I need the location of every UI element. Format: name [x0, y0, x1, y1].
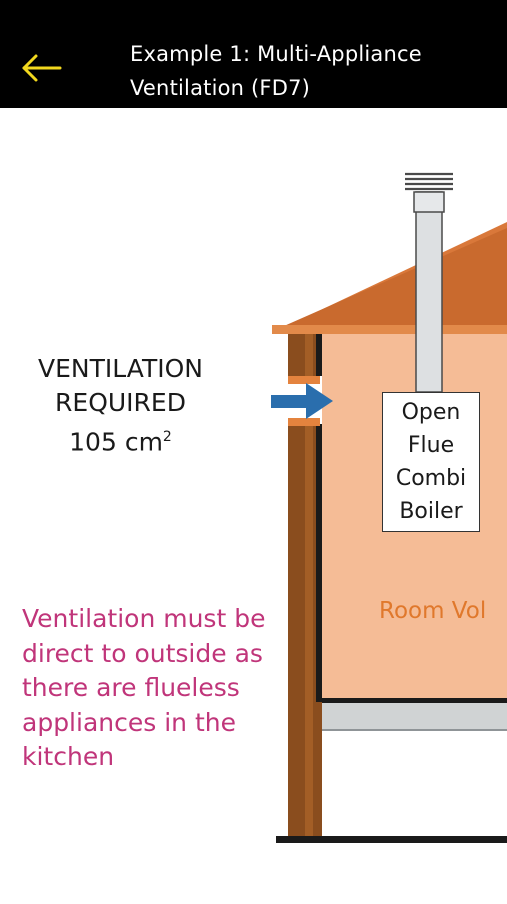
ventilation-required-label: VENTILATION REQUIRED 105 cm2	[8, 352, 233, 459]
roof-underside	[284, 228, 507, 332]
ventilation-value: 105 cm2	[8, 420, 233, 459]
ventilation-unit-superscript: 2	[162, 429, 172, 445]
page-title-line1: Example 1: Multi-Appliance	[130, 42, 422, 66]
wall-inner-upper	[316, 334, 322, 376]
boiler-label-line: Combi	[395, 466, 467, 491]
ventilation-label-line1: VENTILATION	[38, 354, 203, 383]
floor-slab	[322, 703, 507, 730]
flue-pipe	[415, 191, 443, 393]
boiler-label-line: Flue	[407, 433, 455, 458]
boiler-label-line: Open	[401, 400, 461, 425]
page-title-line2: Ventilation (FD7)	[130, 76, 311, 100]
ventilation-note: Ventilation must be direct to outside as…	[22, 604, 266, 771]
vent-lip-top	[288, 376, 320, 384]
roof	[272, 222, 507, 333]
wall-inner-lower	[316, 424, 322, 702]
ground-line	[276, 836, 507, 843]
page-title: Example 1: Multi-Appliance Ventilation (…	[130, 37, 490, 105]
floor-slab-edge	[322, 729, 507, 731]
flue-terminal	[405, 172, 453, 191]
flue-collar	[413, 191, 445, 213]
wall-shade	[305, 424, 313, 838]
roof-eave	[272, 325, 507, 334]
room-volume-label: Room Vol	[379, 598, 487, 624]
floor-top-line	[316, 698, 507, 703]
ventilation-label-line2: REQUIRED	[55, 388, 186, 417]
boiler-label-box: Open Flue Combi Boiler	[382, 392, 480, 532]
ventilation-value-number: 105 cm	[69, 427, 163, 457]
boiler-label-line: Boiler	[399, 499, 463, 524]
app-header: Example 1: Multi-Appliance Ventilation (…	[0, 0, 507, 108]
wall-shade-upper	[305, 334, 313, 376]
back-button[interactable]	[18, 46, 64, 90]
arrow-left-icon	[22, 54, 62, 82]
vent-lip-bottom	[288, 418, 320, 426]
airflow-arrow	[271, 383, 333, 419]
